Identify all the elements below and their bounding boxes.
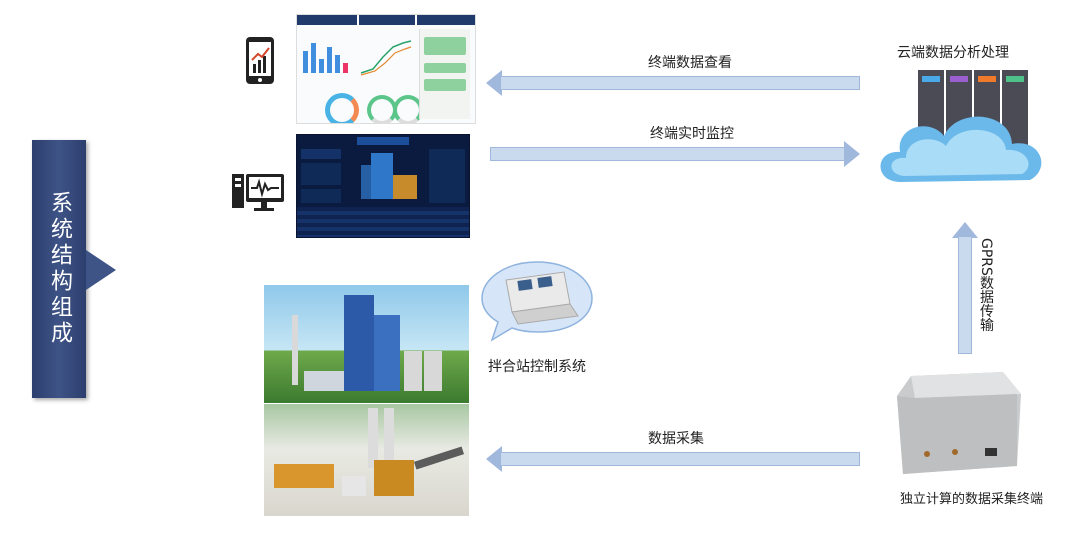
data-collection-label: 数据采集 — [648, 431, 704, 447]
system-structure-title-text: 系统结构组成 — [47, 191, 72, 347]
monitoring-dashboard-screenshot — [296, 134, 470, 238]
mobile-chart-icon — [246, 37, 274, 84]
cloud-server-icon — [880, 70, 1042, 182]
monitor-waveform-icon — [232, 174, 284, 211]
title-pointer-arrow — [86, 250, 116, 290]
data-collection-arrow — [486, 446, 860, 472]
system-structure-title: 系统结构组成 — [32, 140, 86, 398]
mixing-plant-photo-1 — [264, 285, 469, 403]
terminal-view-arrow — [486, 70, 860, 96]
cloud-processing-label: 云端数据分析处理 — [897, 45, 1009, 61]
control-system-label: 拌合站控制系统 — [488, 359, 586, 375]
terminal-monitor-arrow — [490, 141, 860, 167]
gprs-arrow — [952, 222, 978, 354]
control-console-icon — [481, 261, 593, 342]
mobile-dashboard-screenshot — [296, 14, 476, 124]
terminal-view-label: 终端数据查看 — [648, 55, 732, 71]
gprs-label: GPRS数据传输 — [978, 238, 994, 332]
mixing-plant-photo-2 — [264, 404, 469, 516]
device-label: 独立计算的数据采集终端 — [900, 492, 1044, 507]
data-collection-box-icon — [897, 372, 1021, 474]
terminal-monitor-label: 终端实时监控 — [650, 126, 734, 142]
